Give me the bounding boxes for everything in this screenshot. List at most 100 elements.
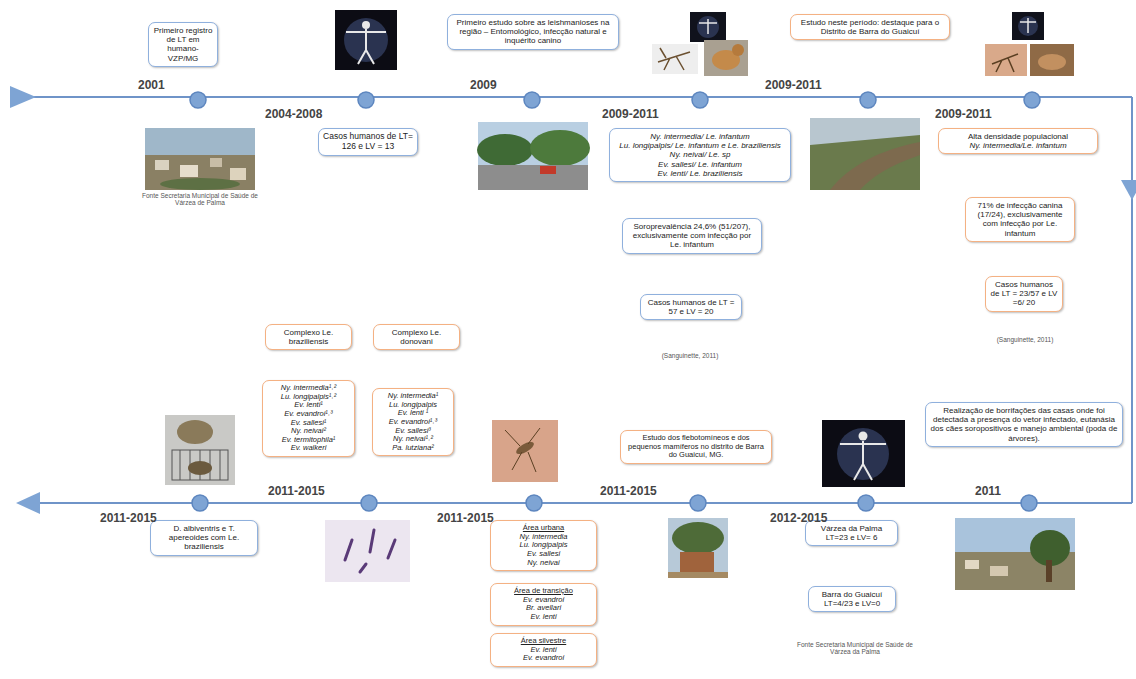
box-text: Casos humanos de LT = 23/57 e LV =6/ 20: [990, 280, 1058, 308]
source-note: (Sanguinette, 2011): [650, 352, 730, 359]
timeline-box: Ny. intermedia¹˒²Lu. longipalpis¹˒²Ev. l…: [262, 380, 355, 457]
timeline-line: [18, 96, 1132, 98]
timeline-dot: [1021, 495, 1037, 511]
photo-land: [810, 135, 920, 190]
photo-house: [965, 560, 979, 569]
skin-photo: [492, 420, 558, 482]
year-label: 2011: [975, 484, 1001, 498]
timeline-box: Primeiro registro de LT em humano- VZP/M…: [148, 22, 218, 67]
box-text: Br. avellari: [495, 604, 592, 613]
photo-ground: [652, 44, 698, 74]
timeline-box: Soroprevalência 24,6% (51/207), exclusiv…: [622, 218, 762, 254]
timeline-box: Complexo Le. donovani: [373, 324, 460, 350]
logo-moon: [837, 428, 889, 480]
sandfly-drawing: [992, 54, 1018, 72]
photo-ground: [165, 415, 235, 485]
logo-figure: [362, 21, 370, 29]
dog-photo: [1038, 54, 1066, 70]
photo-house: [680, 552, 714, 572]
photo-sky: [955, 518, 1075, 590]
year-label: 2009-2011: [935, 107, 992, 121]
photo-sky: [668, 518, 728, 578]
microscopy-photo: [325, 520, 410, 582]
timeline-axis: [18, 97, 1132, 503]
box-text: Ny. intermedia¹: [377, 392, 449, 401]
timeline-box: Ny. intermedia¹Lu. longipalpisEv. lenti …: [372, 388, 454, 456]
box-text: Estudo neste período: destaque para o Di…: [795, 18, 945, 36]
timeline-dot: [524, 92, 540, 108]
box-text: Ny. intermedia: [495, 533, 592, 542]
photo-house: [210, 158, 222, 167]
box-text: Ny. neivai²: [267, 427, 350, 436]
cage-photo: [180, 450, 220, 480]
box-text: Área urbana: [495, 524, 592, 533]
box-text: D. albiventris e T. apereoides com Le. b…: [155, 524, 253, 552]
logo-ground: [1012, 12, 1044, 40]
box-text: Realização de borrifações das casas onde…: [930, 406, 1118, 443]
timeline-box: Ny. intermedia/ Le. infantumLu. longipal…: [609, 128, 791, 182]
dog-photo: [732, 44, 744, 56]
box-text: Primeiro estudo sobre as leishmanioses n…: [452, 18, 614, 46]
animal-photo: [188, 461, 212, 475]
year-label: 2001: [138, 78, 165, 92]
timeline-box: Barra do Guaicuí LT=4/23 e LV=0: [808, 586, 896, 612]
photo-sky: [810, 118, 920, 190]
box-text: Ev. evandroi: [495, 654, 592, 663]
logo-ground: [822, 420, 905, 487]
photo-tree: [530, 130, 590, 166]
box-text: Ev. lenti/ Le. braziliensis: [614, 169, 786, 178]
timeline-box: Área silvestreEv. lentiEv. evandroi: [490, 633, 597, 667]
dog-photo: [1030, 44, 1074, 76]
box-text: Complexo Le. braziliensis: [270, 328, 347, 346]
box-text: Casos humanos de LT= 126 e LV = 13: [323, 132, 413, 152]
timeline-box: Realização de borrifações das casas onde…: [925, 402, 1123, 447]
box-text: Lu. longipalpis¹˒²: [267, 393, 350, 402]
photo-tree: [160, 178, 240, 190]
box-text: Ny. neivai¹˒²: [377, 435, 449, 444]
box-text: Ev. lenti: [495, 613, 592, 622]
photo-tree: [1046, 560, 1052, 582]
animal-photo: [177, 420, 213, 444]
box-text: Alta densidade populacional: [943, 132, 1093, 141]
box-text: Ev. evandroi¹˒³: [267, 410, 350, 419]
logo-image: [822, 420, 905, 487]
timeline-dot: [192, 495, 208, 511]
photo-ground: [704, 40, 748, 76]
box-text: Lu. longipalpis: [377, 401, 449, 410]
river-photo: [810, 118, 920, 190]
timeline-dot: [190, 92, 206, 108]
box-text: Soroprevalência 24,6% (51/207), exclusiv…: [627, 222, 757, 250]
box-text: Área silvestre: [495, 637, 592, 646]
box-text: Ny. intermedia/Le. infantum: [943, 141, 1093, 150]
skin-photo: [985, 44, 1027, 76]
sandfly-drawing: [505, 428, 540, 472]
logo-moon: [697, 16, 719, 38]
photo-house: [180, 165, 198, 177]
box-text: Ev. sallesi¹: [267, 419, 350, 428]
photo-street: [478, 165, 588, 190]
timeline-dot: [860, 92, 876, 108]
timeline-box: Área de transiçãoEv. evandroiBr. avellar…: [490, 583, 597, 626]
box-text: Complexo Le. donovani: [378, 328, 455, 346]
photo-house: [990, 566, 1008, 576]
box-text: Ev. evandroi¹˒³: [377, 418, 449, 427]
box-text: Casos humanos de LT = 57 e LV = 20: [645, 298, 737, 316]
trap-photo: [165, 415, 235, 485]
box-text: Pa. lutziana²: [377, 444, 449, 453]
cage-photo: [172, 450, 228, 480]
box-text: Lu. longipalpis/ Le. infantum e Le. braz…: [614, 141, 786, 150]
timeline-line: [1131, 97, 1133, 503]
city-photo: [955, 518, 1075, 590]
year-label: 2011-2015: [600, 484, 657, 498]
timeline-box: Alta densidade populacionalNy. intermedi…: [938, 128, 1098, 154]
timeline-dot: [692, 92, 708, 108]
box-text: Ny. neivai/ Le. sp: [614, 150, 786, 159]
logo-figure: [699, 19, 717, 34]
box-text: Estudo dos flebotomíneos e dos pequenos …: [625, 434, 767, 460]
photo-river: [830, 142, 920, 190]
timeline-box: Área urbanaNy. intermediaLu. longipalpis…: [490, 520, 597, 571]
city-photo: [145, 128, 255, 190]
street-photo: [477, 122, 590, 190]
box-text: Ev. termitophila¹: [267, 436, 350, 445]
year-label: 2011-2015: [437, 511, 494, 525]
